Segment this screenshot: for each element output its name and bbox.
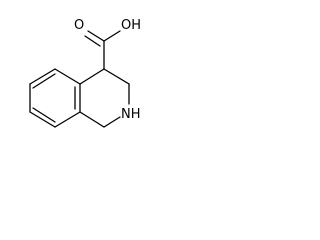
bond-aromatic-top	[29, 68, 56, 85]
bond-n2-c1	[103, 116, 121, 128]
bonds	[29, 30, 130, 128]
hydroxyl-label: OH	[121, 18, 141, 33]
bond-carbonyl-inner	[84, 35, 101, 47]
bond-aromatic-top-inner	[32, 73, 56, 89]
molecule-drawing: O OH NH	[29, 18, 141, 128]
structure-diagram: O OH NH	[0, 0, 161, 154]
bond-aromatic-bottom-right	[54, 111, 81, 128]
bond-c1-c8a	[79, 111, 105, 128]
carbonyl-oxygen-label: O	[74, 18, 84, 33]
bond-c4-c3	[103, 68, 130, 85]
bond-aromatic-bottom-left	[29, 111, 56, 128]
bond-carboxyl-oh	[103, 30, 121, 42]
amine-label: NH	[121, 107, 141, 122]
bond-aromatic-bottom-left-inner	[32, 107, 56, 123]
bond-carbonyl-outer	[87, 30, 105, 42]
bond-c4-c4a	[79, 68, 105, 85]
bond-aromatic-upper-right	[54, 68, 81, 85]
